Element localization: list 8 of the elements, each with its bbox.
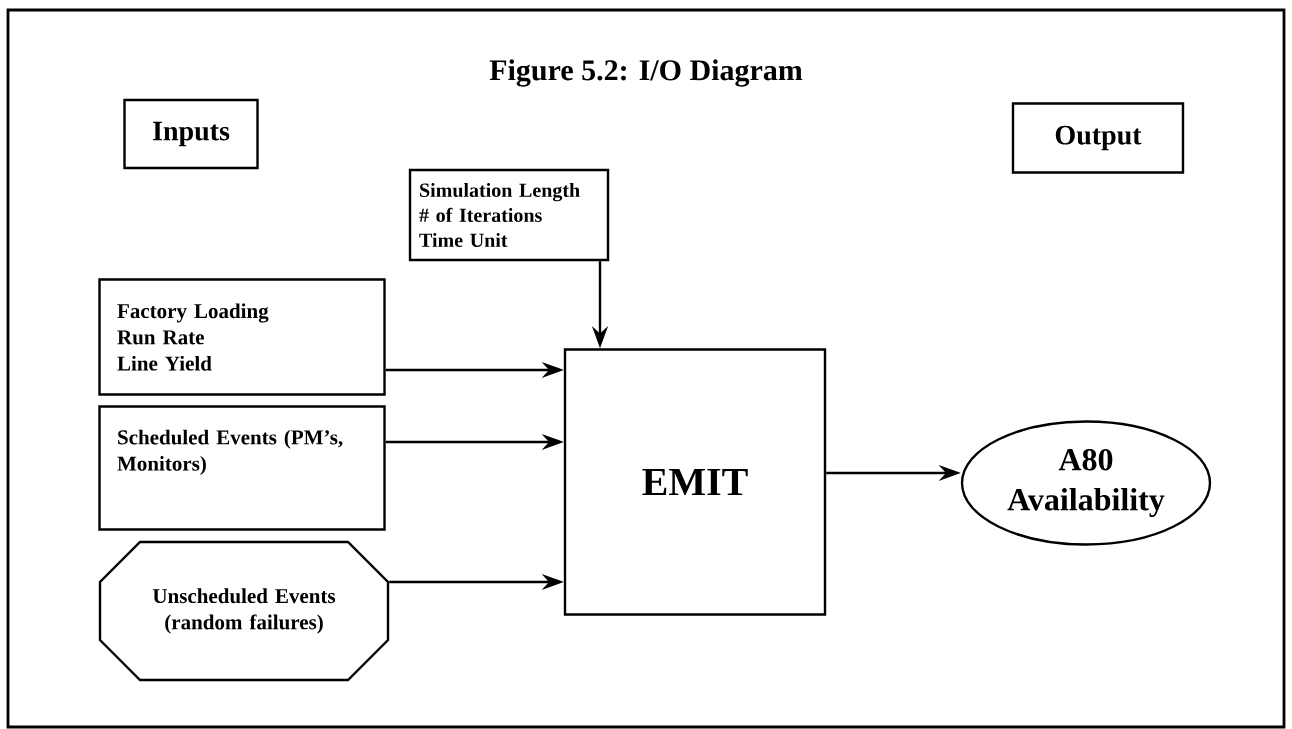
process-box: EMIT — [563, 348, 827, 616]
input-box: Scheduled Events (PM’s, Monitors) — [98, 405, 386, 531]
input-box: Simulation Length # of Iterations Time Unit — [408, 168, 610, 262]
input-box: Factory Loading Run Rate Line Yield — [98, 278, 386, 396]
heading-box: Inputs — [123, 98, 259, 170]
octagon-box: Unscheduled Events (random failures) — [98, 540, 390, 682]
heading-box: Output — [1011, 102, 1185, 174]
title: Figure 5.2: I/O Diagram — [489, 59, 803, 87]
